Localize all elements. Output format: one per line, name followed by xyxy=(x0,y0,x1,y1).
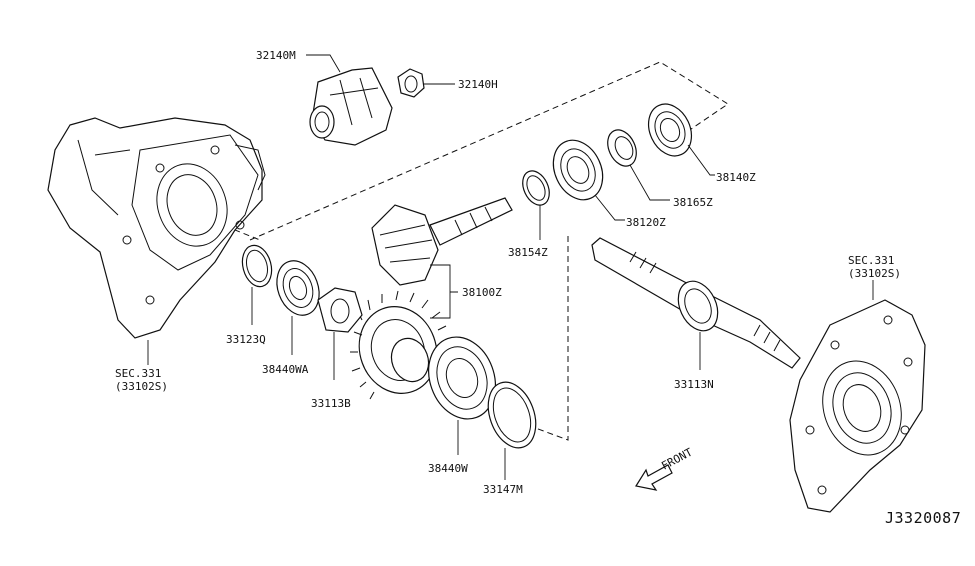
left-housing xyxy=(47,117,266,339)
label-32140H: 32140H xyxy=(458,78,498,91)
label-33113N: 33113N xyxy=(674,378,714,391)
part-38140Z[interactable]: 38140Z xyxy=(640,97,756,184)
right-housing: SEC.331 (33102S) xyxy=(789,254,926,513)
part-33113B[interactable]: 33113B xyxy=(311,287,363,410)
diagram-reference-code: J3320087 xyxy=(885,509,961,527)
right-section-code: (33102S) xyxy=(848,267,901,280)
part-32140H[interactable]: 32140H xyxy=(397,68,498,98)
part-33123Q[interactable]: 33123Q xyxy=(226,242,276,346)
label-38440WA: 38440WA xyxy=(262,363,309,376)
label-38440W: 38440W xyxy=(428,462,468,475)
part-32140M[interactable]: 32140M xyxy=(256,49,393,146)
label-33113B: 33113B xyxy=(311,397,351,410)
label-38140Z: 38140Z xyxy=(716,171,756,184)
label-33147M: 33147M xyxy=(483,483,523,496)
part-38165Z[interactable]: 38165Z xyxy=(602,125,713,209)
left-section-label: SEC.331 (33102S) xyxy=(115,340,168,393)
label-32140M: 32140M xyxy=(256,49,296,62)
part-38120Z[interactable]: 38120Z xyxy=(544,132,666,229)
label-38154Z: 38154Z xyxy=(508,246,548,259)
front-label: FRONT xyxy=(659,445,695,472)
label-33123Q: 33123Q xyxy=(226,333,266,346)
part-33113N[interactable]: 33113N xyxy=(591,237,801,391)
left-section-ref: SEC.331 xyxy=(115,367,161,380)
part-38440WA[interactable]: 38440WA xyxy=(262,255,326,376)
part-33147M[interactable]: 33147M xyxy=(480,376,545,496)
left-section-code: (33102S) xyxy=(115,380,168,393)
part-38100Z[interactable]: 38100Z xyxy=(347,197,513,404)
part-38440W[interactable]: 38440W xyxy=(418,328,507,475)
front-direction-indicator: FRONT xyxy=(635,445,695,491)
label-38120Z: 38120Z xyxy=(626,216,666,229)
part-38154Z[interactable]: 38154Z xyxy=(508,167,554,259)
right-section-ref: SEC.331 xyxy=(848,254,894,267)
front-arrow-icon xyxy=(635,464,673,491)
label-38165Z: 38165Z xyxy=(673,196,713,209)
label-38100Z: 38100Z xyxy=(462,286,502,299)
